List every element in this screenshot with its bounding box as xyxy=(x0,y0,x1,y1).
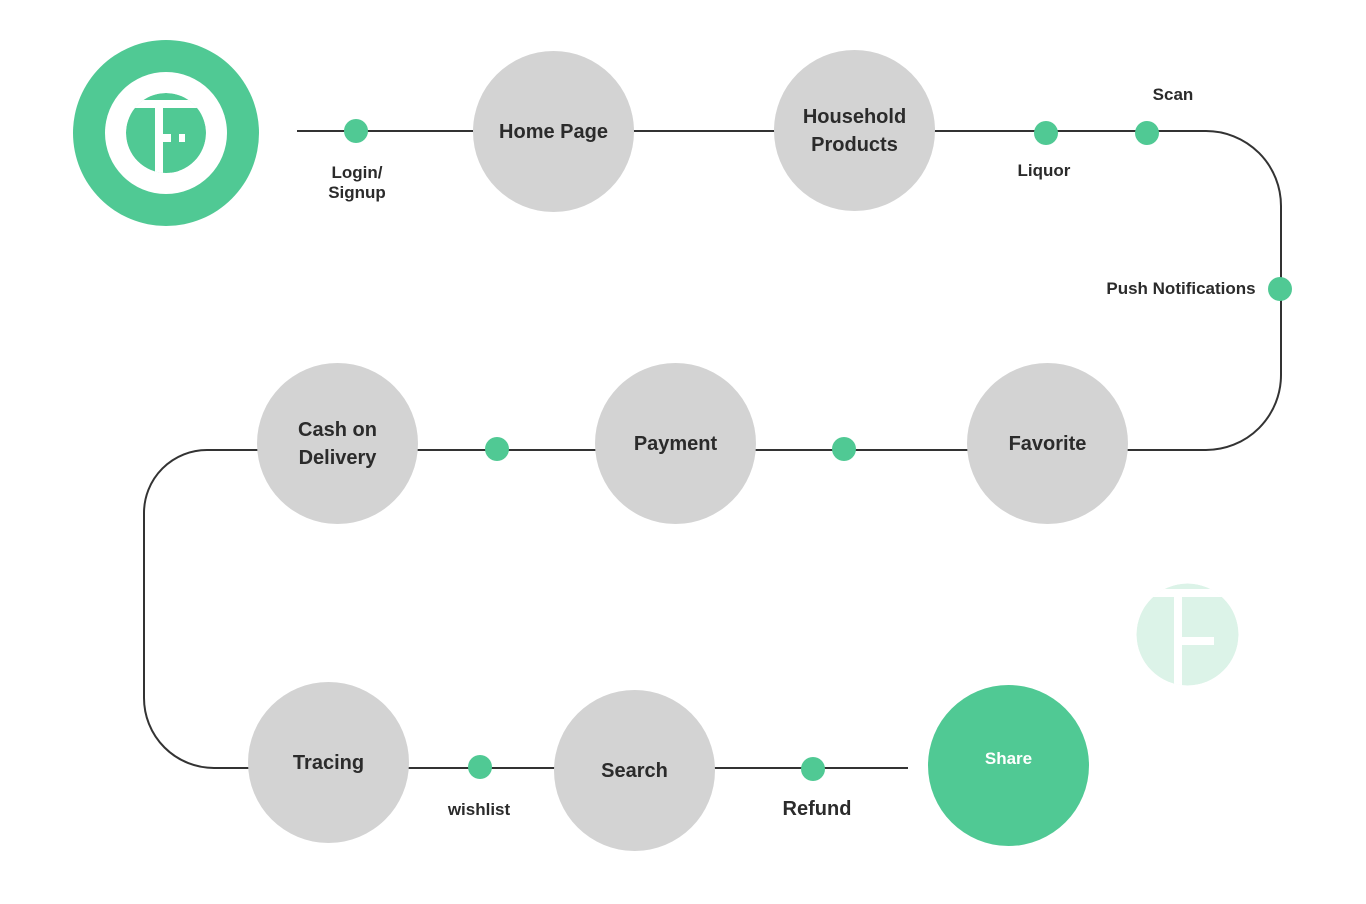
node-cash-on-delivery: Cash on Delivery xyxy=(257,363,418,524)
step-dot-wishlist xyxy=(468,755,492,779)
label-login-signup: Login/ Signup xyxy=(328,163,386,202)
watermark-logo-icon xyxy=(1136,583,1239,686)
node-tracing: Tracing xyxy=(248,682,409,843)
node-share: Share xyxy=(928,685,1089,846)
logo-mark-icon xyxy=(126,93,206,173)
node-payment: Payment xyxy=(595,363,756,524)
step-dot-scan xyxy=(1135,121,1159,145)
label-scan: Scan xyxy=(1152,85,1194,104)
step-dot-push-notifications xyxy=(1268,277,1292,301)
node-home-page: Home Page xyxy=(473,51,634,212)
node-favorite: Favorite xyxy=(967,363,1128,524)
step-dot-payment-cod xyxy=(485,437,509,461)
node-search: Search xyxy=(554,690,715,851)
label-push-notifications: Push Notifications xyxy=(1106,279,1256,298)
label-wishlist: wishlist xyxy=(447,800,511,819)
node-household-products: Household Products xyxy=(774,50,935,211)
label-liquor: Liquor xyxy=(1017,161,1071,180)
connector-path xyxy=(143,130,1282,769)
brand-logo xyxy=(73,40,259,226)
step-dot-liquor xyxy=(1034,121,1058,145)
step-dot-refund xyxy=(801,757,825,781)
step-dot-favorite-payment xyxy=(832,437,856,461)
label-refund: Refund xyxy=(782,798,852,820)
step-dot-login xyxy=(344,119,368,143)
